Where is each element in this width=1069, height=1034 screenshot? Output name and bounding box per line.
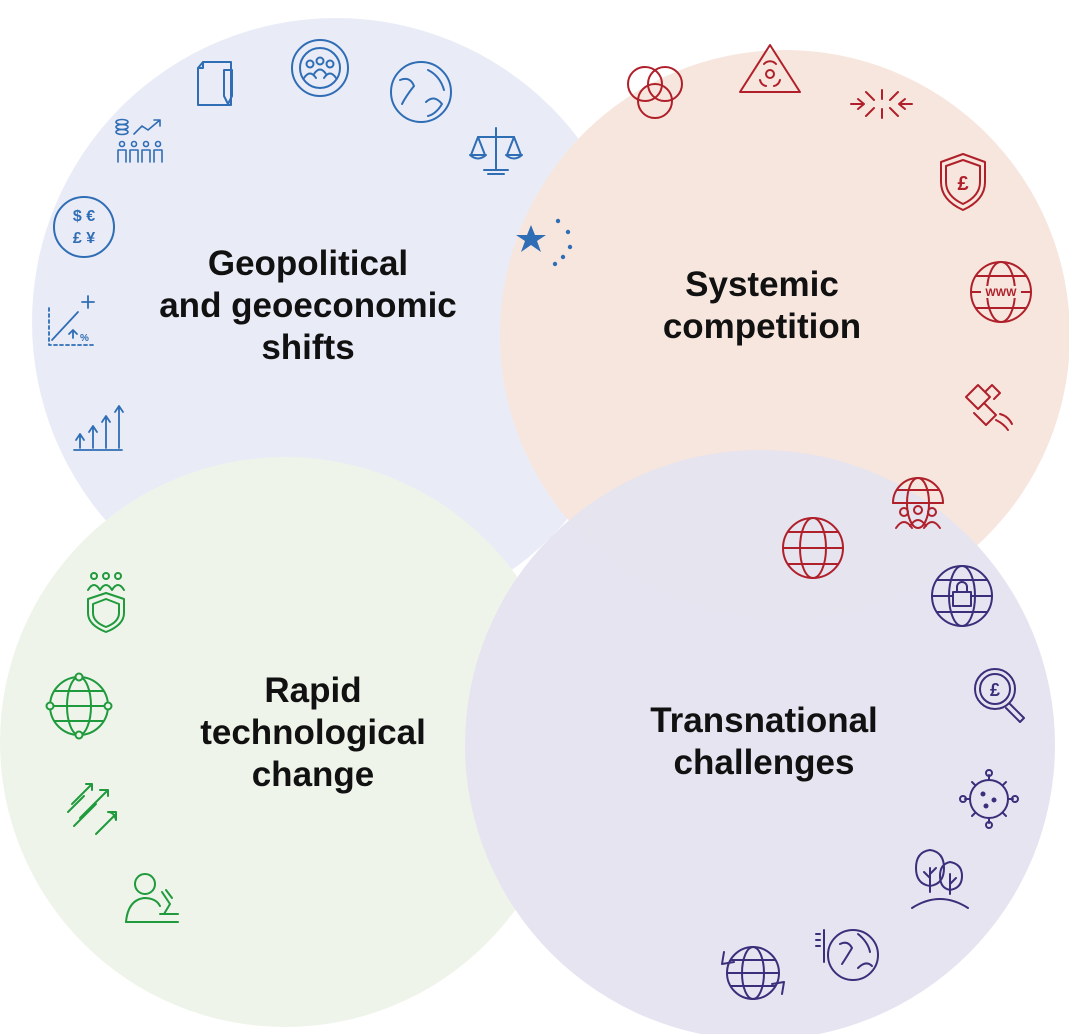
www-glyph: WWW bbox=[985, 287, 1017, 299]
currency-icon bbox=[53, 196, 115, 258]
currency-symbols-text: $ € bbox=[73, 208, 95, 225]
people-coins-growth-icon bbox=[115, 118, 163, 163]
biohazard-icon bbox=[739, 44, 801, 93]
satellite-icon bbox=[965, 384, 1013, 431]
globe-icon bbox=[782, 517, 844, 579]
label-technological: Rapid technological change bbox=[168, 670, 458, 796]
label-geopolitical-line-1: Geopolitical bbox=[207, 244, 409, 283]
globe-people-icon bbox=[892, 477, 944, 529]
globe-recycle-icon bbox=[721, 946, 785, 1000]
pound-glyph: £ bbox=[957, 173, 968, 195]
converging-arrows-icon bbox=[850, 89, 913, 119]
shield-pound-icon bbox=[940, 153, 986, 211]
label-technological-line-2: technological bbox=[200, 713, 426, 752]
label-systemic-line-2: competition bbox=[662, 307, 862, 346]
pound-magnifier-glyph: £ bbox=[990, 680, 1000, 700]
percent-growth-icon bbox=[48, 295, 95, 346]
label-geopolitical-line-3: shifts bbox=[261, 328, 355, 367]
label-geopolitical: Geopolitical and geoeconomic shifts bbox=[128, 243, 488, 369]
network-globe-icon bbox=[45, 672, 113, 740]
label-technological-line-3: change bbox=[251, 755, 375, 794]
trees-icon bbox=[911, 849, 969, 909]
label-systemic: Systemic competition bbox=[622, 264, 902, 348]
circle-transnational bbox=[465, 450, 1055, 1034]
scales-icon bbox=[469, 127, 523, 175]
pound-magnifier-icon bbox=[974, 668, 1025, 723]
overlap-circles-icon bbox=[627, 66, 683, 119]
label-transnational-line-1: Transnational bbox=[650, 701, 878, 740]
bar-growth-icon bbox=[73, 405, 124, 451]
team-circle-icon bbox=[291, 39, 349, 97]
rising-arrows-icon bbox=[67, 783, 117, 835]
globe-map-icon bbox=[390, 61, 452, 123]
scientist-microscope-icon bbox=[125, 873, 179, 923]
stars-icon bbox=[516, 218, 573, 267]
globe-thermometer-icon bbox=[815, 929, 879, 981]
label-systemic-line-1: Systemic bbox=[685, 265, 839, 304]
label-transnational-line-2: challenges bbox=[673, 743, 855, 782]
document-pen-icon bbox=[197, 61, 233, 106]
label-geopolitical-line-2: and geoeconomic bbox=[159, 286, 457, 325]
people-shield-icon bbox=[87, 572, 125, 633]
globe-lock-icon bbox=[931, 565, 993, 627]
currency-symbols-text-2: £ ¥ bbox=[73, 230, 95, 247]
percent-glyph: % bbox=[80, 333, 89, 344]
label-transnational: Transnational challenges bbox=[614, 700, 914, 784]
virus-icon bbox=[959, 769, 1019, 829]
circle-layer bbox=[0, 18, 1069, 1034]
circle-technological bbox=[0, 457, 570, 1027]
label-technological-line-1: Rapid bbox=[264, 671, 362, 710]
